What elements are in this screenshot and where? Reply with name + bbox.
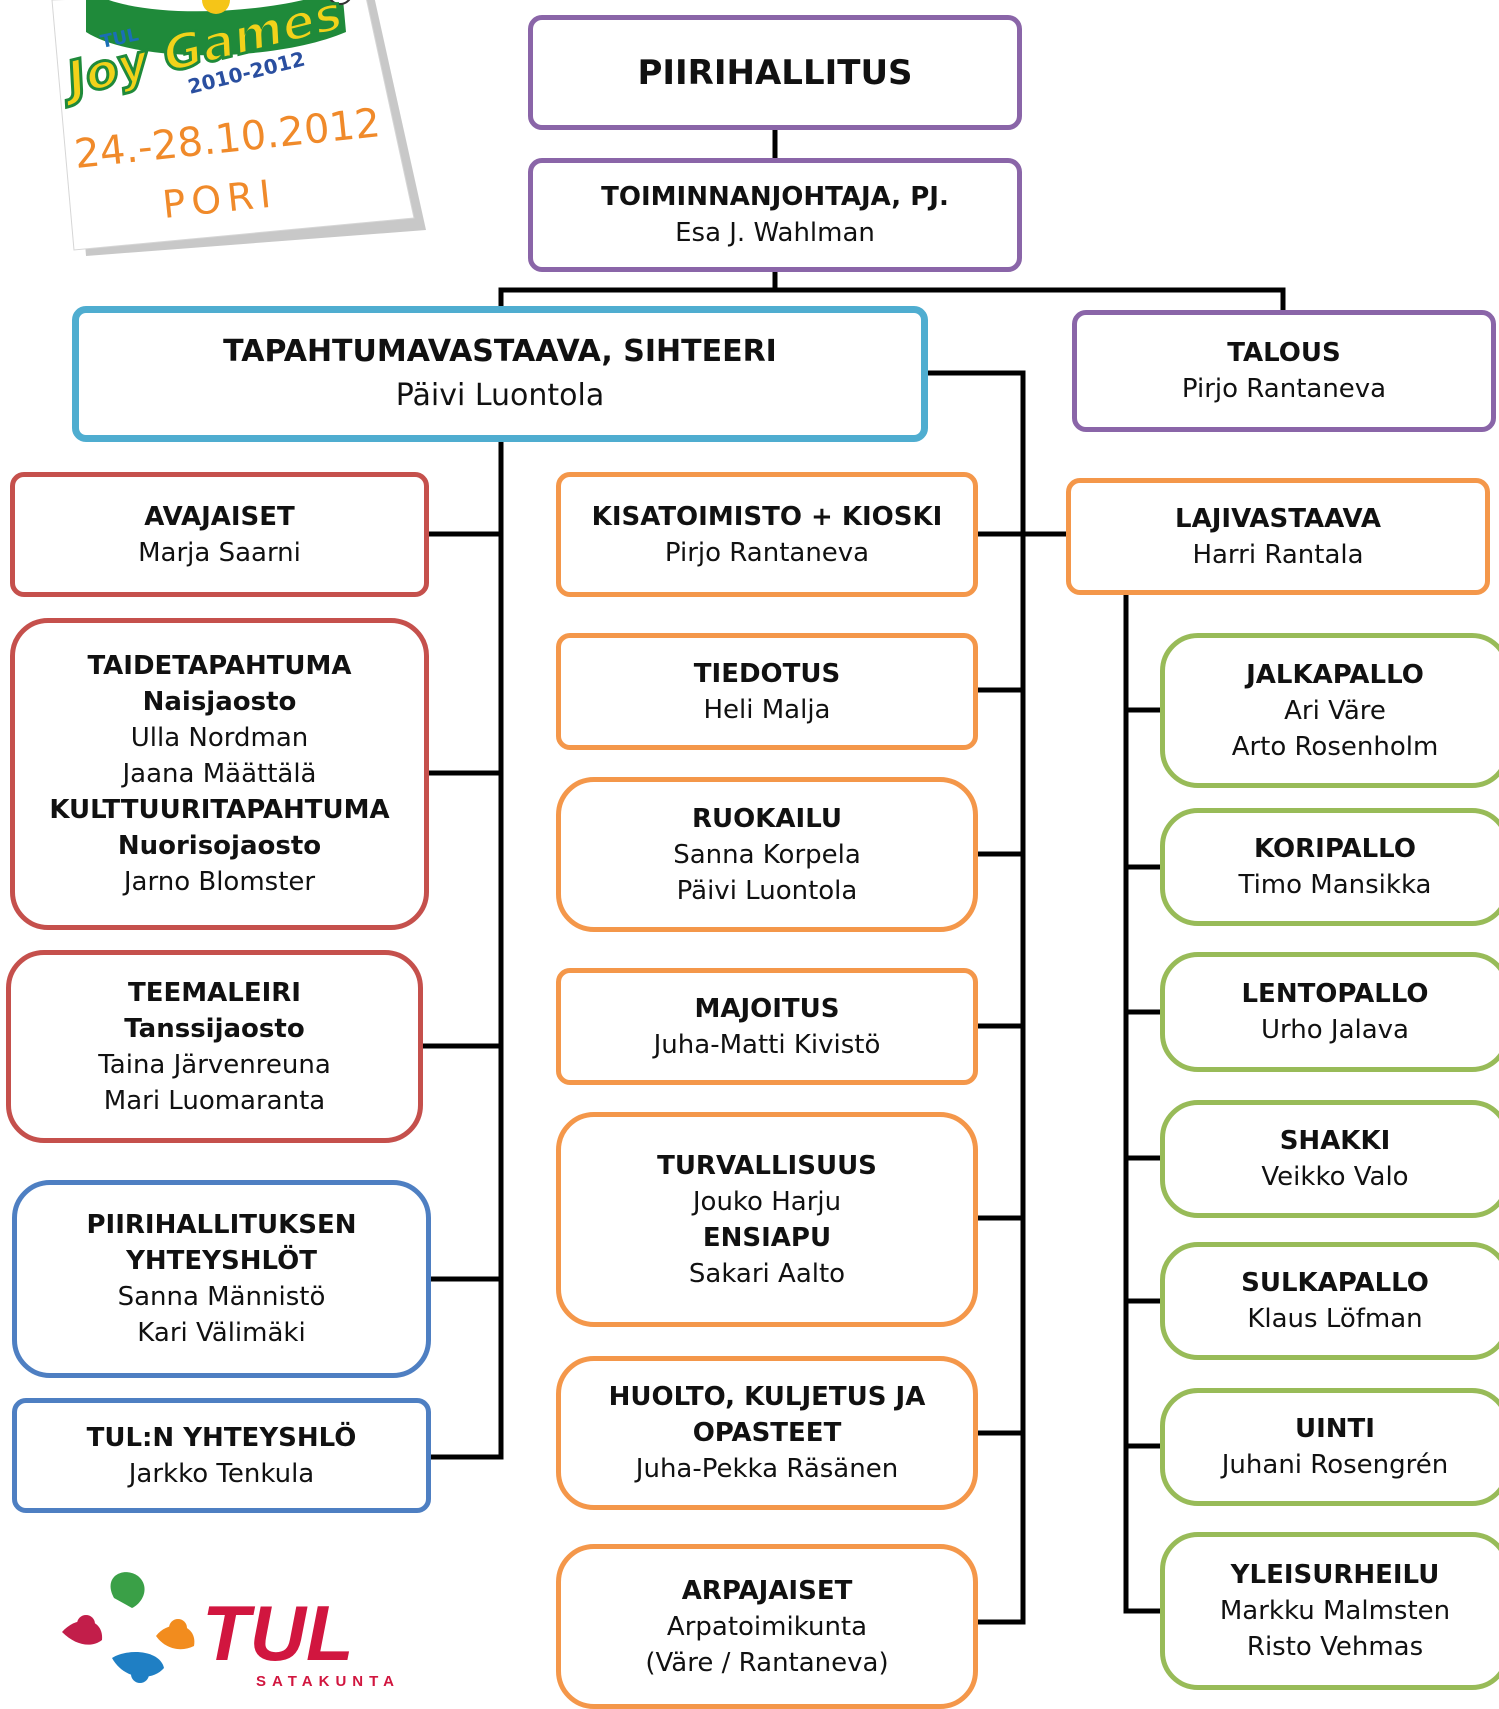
box-person: Juhani Rosengrén (1221, 1450, 1449, 1480)
box-title: UINTI (1295, 1414, 1375, 1444)
box-yleisurheilu: YLEISURHEILU Markku Malmsten Risto Vehma… (1160, 1532, 1499, 1690)
box-person: Jarno Blomster (123, 867, 316, 897)
box-person: Risto Vehmas (1246, 1632, 1424, 1662)
box-title: LENTOPALLO (1241, 979, 1429, 1009)
box-uinti: UINTI Juhani Rosengrén (1160, 1388, 1499, 1506)
box-kisatoimisto: KISATOIMISTO + KIOSKI Pirjo Rantaneva (556, 472, 978, 597)
tul-sub: SATAKUNTA (256, 1673, 400, 1690)
box-huolto: HUOLTO, KULJETUS JA OPASTEET Juha-Pekka … (556, 1356, 978, 1510)
box-arpajaiset: ARPAJAISET Arpatoimikunta (Väre / Rantan… (556, 1544, 978, 1709)
box-title: TIEDOTUS (693, 658, 841, 689)
box-person: Jouko Harju (692, 1186, 842, 1217)
box-person: Markku Malmsten (1219, 1596, 1451, 1626)
box-person: Päivi Luontola (395, 378, 605, 413)
box-title: YHTEYSHLÖT (126, 1246, 317, 1276)
box-person: Taina Järvenreuna (98, 1049, 331, 1080)
box-majoitus: MAJOITUS Juha-Matti Kivistö (556, 968, 978, 1085)
box-shakki: SHAKKI Veikko Valo (1160, 1100, 1499, 1218)
box-lentopallo: LENTOPALLO Urho Jalava (1160, 952, 1499, 1072)
box-person: (Väre / Rantaneva) (645, 1647, 889, 1678)
box-title: RUOKAILU (692, 803, 842, 834)
box-tiedotus: TIEDOTUS Heli Malja (556, 633, 978, 750)
box-tul-yhteyshlo: TUL:N YHTEYSHLÖ Jarkko Tenkula (12, 1398, 431, 1513)
box-taidetapahtuma: TAIDETAPAHTUMA Naisjaosto Ulla Nordman J… (10, 618, 429, 930)
box-title: ENSIAPU (702, 1222, 832, 1253)
box-person: Kari Välimäki (137, 1318, 306, 1348)
box-person: Jaana Määttälä (122, 759, 317, 789)
box-person: Jarkko Tenkula (128, 1458, 315, 1489)
box-jalkapallo: JALKAPALLO Ari Väre Arto Rosenholm (1160, 633, 1499, 788)
box-person: Juha-Pekka Räsänen (635, 1454, 899, 1484)
box-title: TALOUS (1227, 338, 1341, 368)
box-title: SHAKKI (1279, 1126, 1391, 1156)
box-person: Veikko Valo (1261, 1162, 1409, 1192)
box-piirihallitus: PIIRIHALLITUS (528, 15, 1022, 130)
box-person: Esa J. Wahlman (675, 218, 875, 248)
box-subtitle: Nuorisojaosto (117, 831, 322, 861)
box-title: TOIMINNANJOHTAJA, PJ. (601, 182, 949, 212)
box-title: TEEMALEIRI (128, 977, 301, 1008)
box-person: Sanna Männistö (117, 1282, 326, 1312)
box-person: Urho Jalava (1261, 1015, 1409, 1045)
box-lajivastaava: LAJIVASTAAVA Harri Rantala (1066, 478, 1490, 595)
box-person: Sakari Aalto (688, 1258, 846, 1289)
box-ruokailu: RUOKAILU Sanna Korpela Päivi Luontola (556, 777, 978, 932)
box-person: Arpatoimikunta (666, 1611, 868, 1642)
box-yhteyshlot: PIIRIHALLITUKSEN YHTEYSHLÖT Sanna Männis… (12, 1180, 431, 1378)
tul-name: TUL (202, 1589, 354, 1677)
box-title: KISATOIMISTO + KIOSKI (591, 501, 943, 532)
box-title: AVAJAISET (144, 501, 295, 532)
box-subtitle: Tanssijaosto (124, 1013, 305, 1044)
box-title: KULTTUURITAPAHTUMA (49, 795, 390, 825)
box-toiminnanjohtaja: TOIMINNANJOHTAJA, PJ. Esa J. Wahlman (528, 158, 1022, 272)
box-title: LAJIVASTAAVA (1175, 503, 1381, 534)
tul-satakunta-logo: TUL SATAKUNTA (62, 1572, 400, 1690)
box-person: Klaus Löfman (1247, 1304, 1423, 1334)
box-title: ARPAJAISET (681, 1575, 853, 1606)
box-title: YLEISURHEILU (1230, 1560, 1440, 1590)
box-title: TAPAHTUMAVASTAAVA, SIHTEERI (223, 334, 777, 369)
box-person: Harri Rantala (1192, 539, 1364, 570)
box-title: PIIRIHALLITUKSEN (86, 1210, 357, 1240)
box-subtitle: Naisjaosto (142, 687, 297, 717)
box-person: Päivi Luontola (676, 875, 858, 906)
box-sulkapallo: SULKAPALLO Klaus Löfman (1160, 1242, 1499, 1360)
box-tapahtumavastaava: TAPAHTUMAVASTAAVA, SIHTEERI Päivi Luonto… (72, 306, 928, 442)
box-title: KORIPALLO (1254, 834, 1416, 864)
box-turvallisuus: TURVALLISUUS Jouko Harju ENSIAPU Sakari … (556, 1112, 978, 1327)
box-title: PIIRIHALLITUS (637, 52, 913, 93)
joy-games-logo: TUL Joy Games 2010-2012 24.-28.10.2012 P… (51, 0, 426, 256)
box-title: SULKAPALLO (1241, 1268, 1429, 1298)
box-person: Ulla Nordman (130, 723, 309, 753)
box-person: Heli Malja (703, 694, 831, 725)
box-title: TUL:N YHTEYSHLÖ (86, 1422, 357, 1453)
box-person: Ari Väre (1284, 695, 1386, 726)
box-person: Juha-Matti Kivistö (653, 1029, 881, 1060)
box-avajaiset: AVAJAISET Marja Saarni (10, 472, 429, 597)
box-person: Arto Rosenholm (1231, 731, 1439, 762)
box-talous: TALOUS Pirjo Rantaneva (1072, 310, 1496, 432)
box-person: Pirjo Rantaneva (1181, 374, 1387, 404)
box-title: MAJOITUS (694, 993, 840, 1024)
box-person: Mari Luomaranta (103, 1085, 326, 1116)
box-teemaleiri: TEEMALEIRI Tanssijaosto Taina Järvenreun… (6, 950, 423, 1143)
box-koripallo: KORIPALLO Timo Mansikka (1160, 808, 1499, 926)
box-person: Sanna Korpela (673, 839, 861, 870)
box-title: HUOLTO, KULJETUS JA (608, 1382, 926, 1412)
box-title: TURVALLISUUS (657, 1150, 877, 1181)
box-title: JALKAPALLO (1246, 659, 1424, 690)
box-title: OPASTEET (692, 1418, 842, 1448)
box-title: TAIDETAPAHTUMA (87, 651, 352, 681)
box-person: Marja Saarni (138, 537, 301, 568)
box-person: Timo Mansikka (1238, 870, 1432, 900)
box-person: Pirjo Rantaneva (664, 537, 870, 568)
